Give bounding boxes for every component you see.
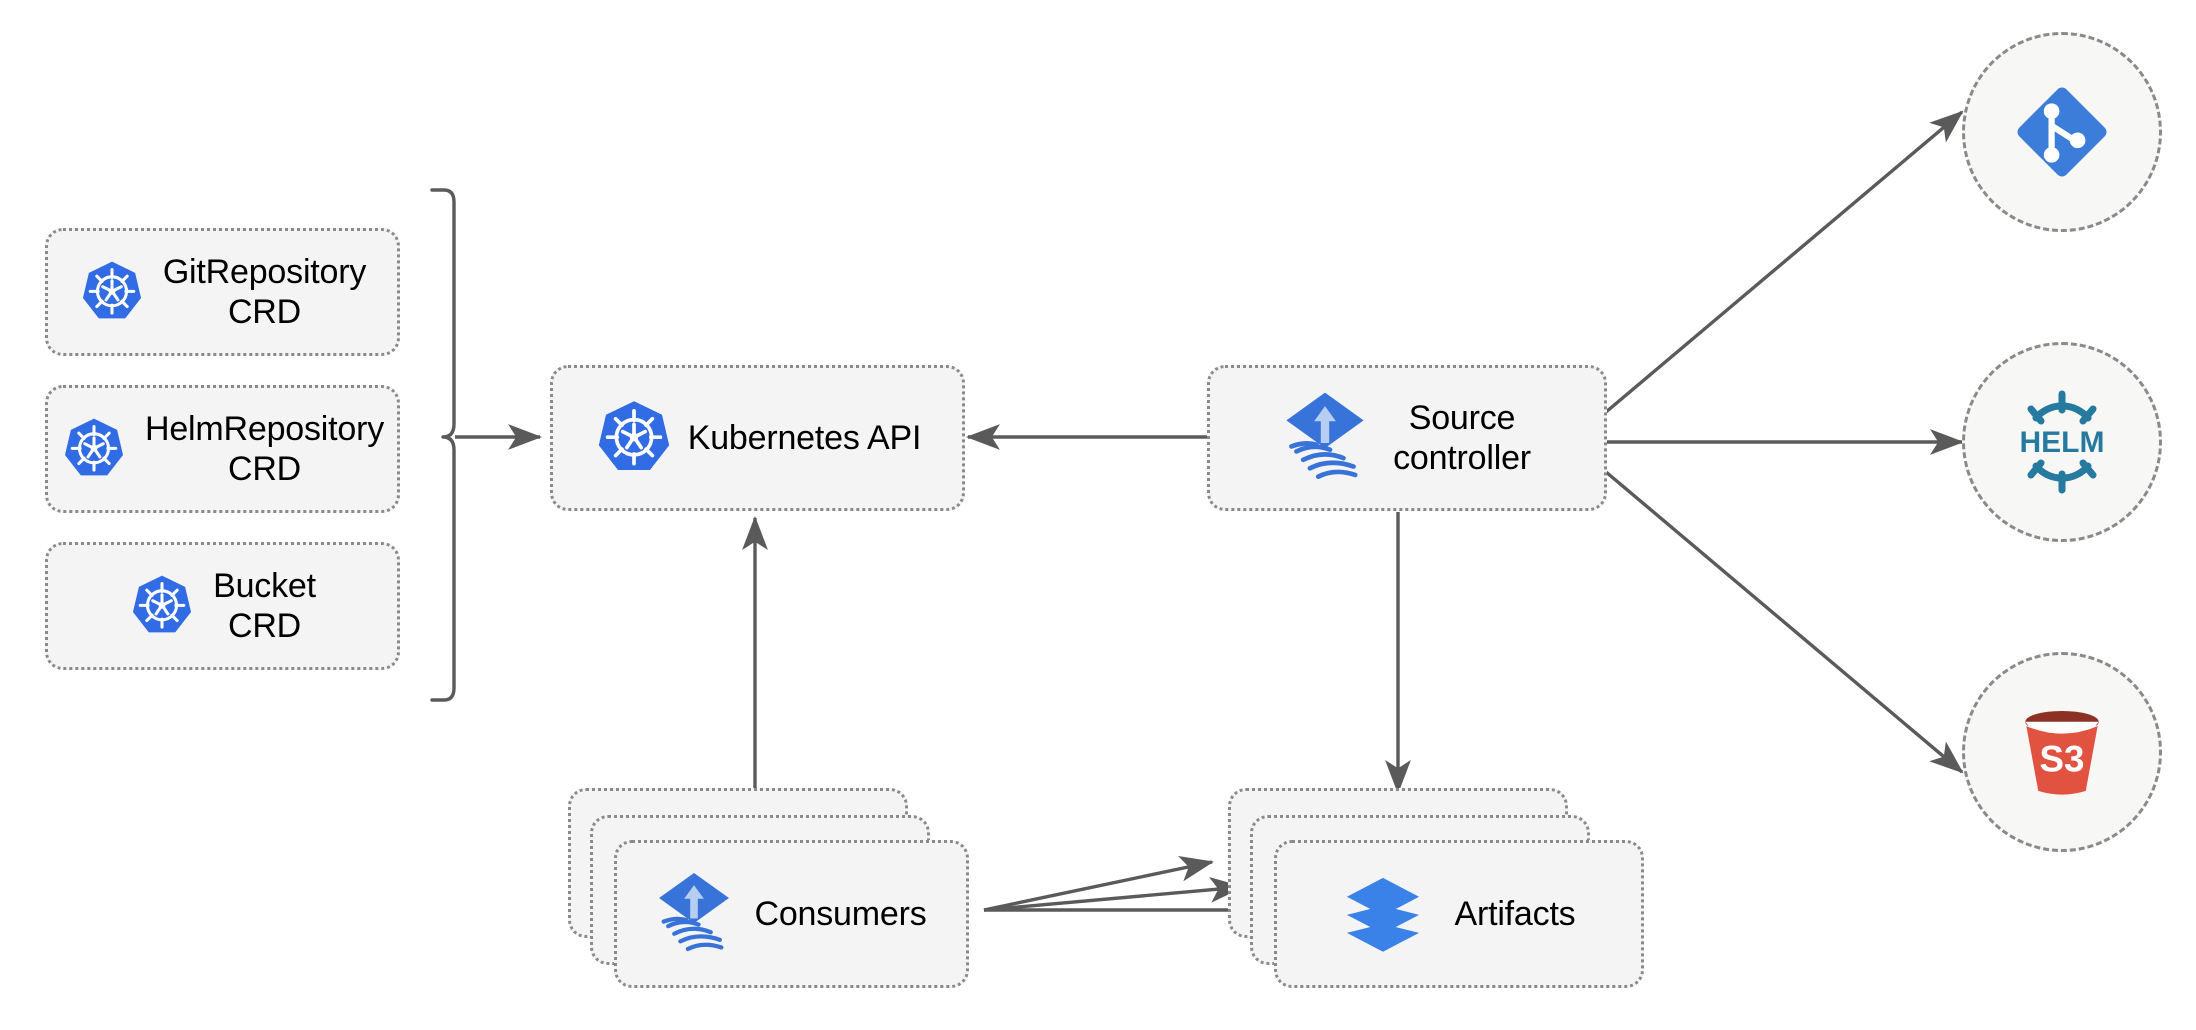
- kubernetes-icon: [594, 398, 674, 478]
- external-node-helm[interactable]: HELM: [1962, 342, 2162, 542]
- kubernetes-icon: [79, 259, 145, 325]
- artifacts-node[interactable]: Artifacts: [1228, 788, 1644, 988]
- s3-wordmark: S3: [2040, 738, 2085, 779]
- kubernetes-api-node[interactable]: Kubernetes API: [550, 365, 965, 511]
- edge-consumers-to-artifacts-2: [983, 876, 1245, 912]
- source-controller-node[interactable]: Source controller: [1207, 365, 1607, 511]
- consumers-node[interactable]: Consumers: [568, 788, 969, 988]
- kubernetes-icon: [129, 573, 195, 639]
- crd-label: Bucket CRD: [213, 566, 316, 645]
- artifacts-card-front[interactable]: Artifacts: [1274, 840, 1644, 988]
- crd-card-gitrepository[interactable]: GitRepository CRD: [45, 228, 400, 356]
- crd-label: GitRepository CRD: [162, 252, 367, 331]
- crd-card-bucket[interactable]: Bucket CRD: [45, 542, 400, 670]
- crd-group-brace: [430, 188, 456, 702]
- crd-label: HelmRepository CRD: [144, 409, 385, 488]
- artifacts-label: Artifacts: [1454, 894, 1576, 933]
- git-icon: [2010, 80, 2114, 184]
- crd-card-helmrepository[interactable]: HelmRepository CRD: [45, 385, 400, 513]
- kubernetes-api-label: Kubernetes API: [687, 418, 922, 457]
- helm-wordmark: HELM: [2020, 426, 2105, 459]
- flux-icon: [656, 871, 732, 957]
- external-node-git[interactable]: [1962, 32, 2162, 232]
- consumers-label: Consumers: [754, 894, 927, 933]
- source-controller-label: Source controller: [1393, 398, 1531, 477]
- edge-consumers-to-artifacts-1: [983, 855, 1214, 912]
- edge-source-controller-to-git: [1604, 110, 1964, 414]
- consumers-card-front[interactable]: Consumers: [614, 840, 969, 988]
- s3-icon: S3: [2008, 698, 2116, 806]
- layers-icon: [1342, 873, 1424, 955]
- kubernetes-icon: [61, 416, 127, 482]
- flux-icon: [1283, 391, 1367, 485]
- helm-icon: HELM: [2002, 384, 2122, 500]
- external-node-s3[interactable]: S3: [1962, 652, 2162, 852]
- edge-source-controller-to-s3: [1604, 470, 1964, 774]
